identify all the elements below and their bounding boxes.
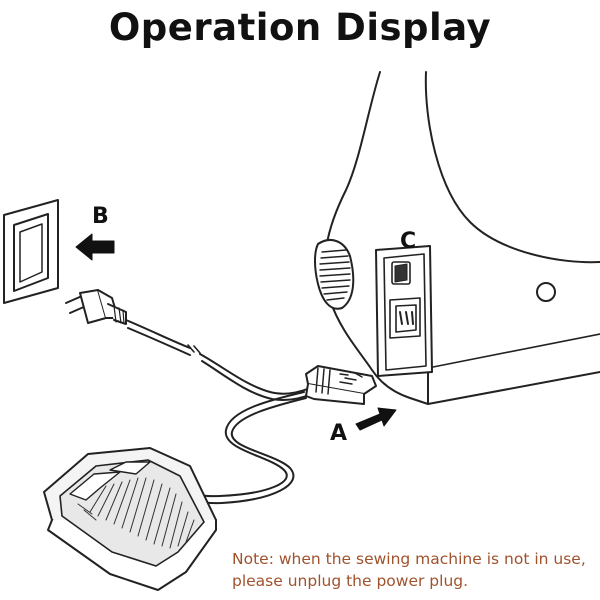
page-title: Operation Display [108,6,492,49]
arrow-b-icon [75,233,115,261]
label-b: B [92,204,109,229]
usage-note: Note: when the sewing machine is not in … [232,550,586,590]
arrow-a-icon [355,407,397,431]
wall-outlet [3,199,59,304]
power-socket-icon [389,297,421,339]
foot-pedal [43,447,217,591]
power-plug [65,289,127,325]
cord-connector [305,365,377,405]
pedal-cord [179,391,305,498]
label-c: C [400,229,416,254]
side-button-icon [536,282,556,302]
power-switch-icon [391,261,411,285]
sewing-machine [314,71,600,405]
power-cord [125,319,191,349]
label-a: A [330,421,347,446]
